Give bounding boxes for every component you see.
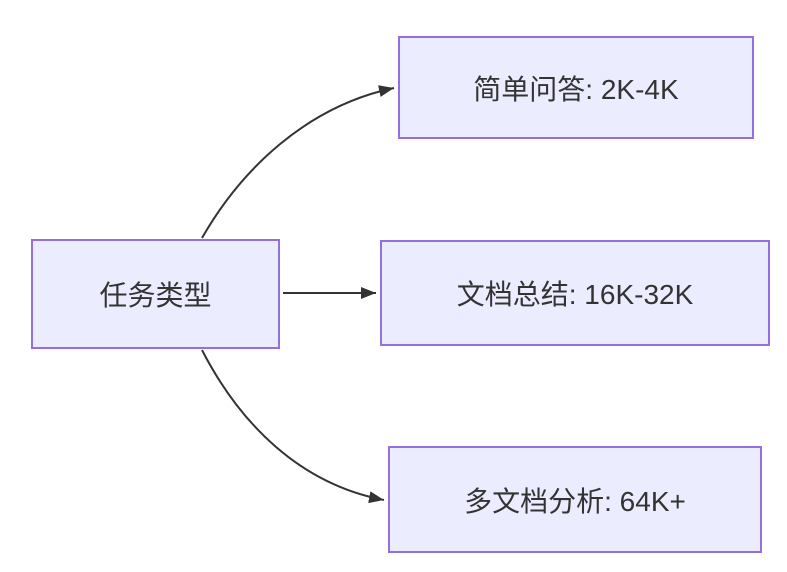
node-multi-doc: 多文档分析: 64K+ <box>388 446 762 553</box>
node-simple-qa-label: 简单问答: 2K-4K <box>473 73 679 105</box>
node-task-type: 任务类型 <box>31 239 280 349</box>
node-doc-summary: 文档总结: 16K-32K <box>380 240 770 346</box>
node-task-type-label: 任务类型 <box>99 280 212 311</box>
edge-root-to-multi-doc <box>201 349 385 504</box>
node-doc-summary-label: 文档总结: 16K-32K <box>456 279 694 310</box>
edge-root-to-simple-qa <box>201 85 395 239</box>
node-multi-doc-label: 多文档分析: 64K+ <box>464 485 686 517</box>
node-simple-qa: 简单问答: 2K-4K <box>398 36 754 139</box>
